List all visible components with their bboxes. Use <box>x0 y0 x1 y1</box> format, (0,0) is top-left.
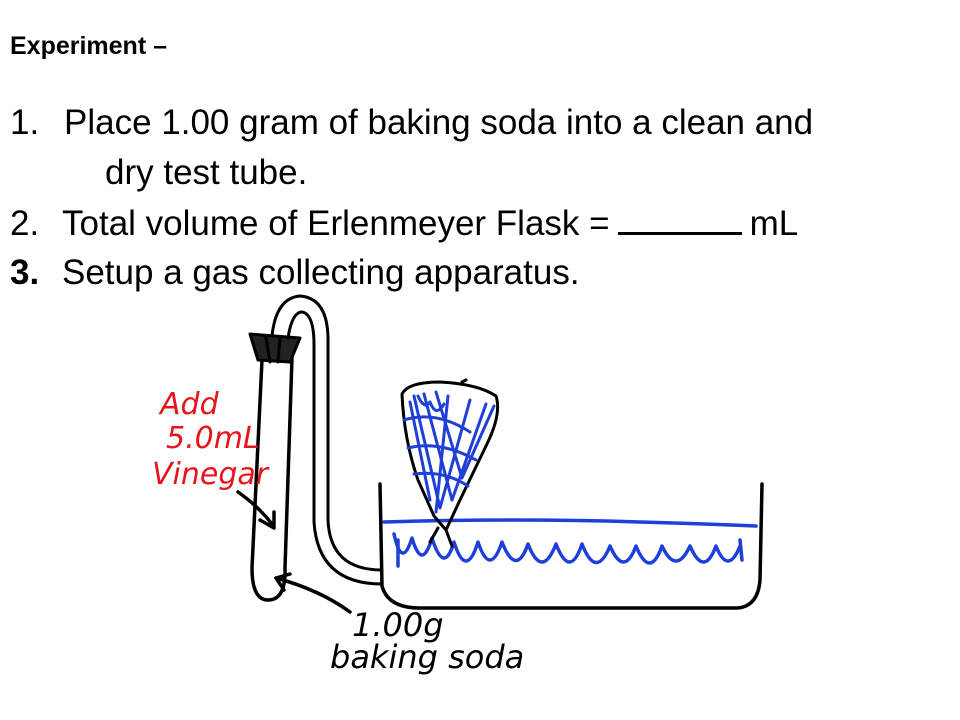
baking-soda-annotation: 1.00g baking soda <box>330 606 524 676</box>
step-2-number: 2. <box>10 204 40 243</box>
step-1-number: 1. <box>10 103 40 142</box>
step-3-text: Setup a gas collecting apparatus. <box>62 253 580 292</box>
step-2-text: Total volume of Erlenmeyer Flask = <box>62 204 610 243</box>
delivery-tube <box>270 294 384 586</box>
slide-heading: Experiment – <box>10 32 168 60</box>
annotation-vinegar: Vinegar <box>152 457 270 492</box>
step-2-unit: mL <box>749 204 799 243</box>
step-1-text: Place 1.00 gram of baking soda into a cl… <box>64 103 814 142</box>
procedure-steps: 1. Place 1.00 gram of baking soda into a … <box>10 98 813 298</box>
step-1-continuation-text: dry test tube. <box>105 153 308 192</box>
annotation-baking-soda: baking soda <box>330 638 524 676</box>
water <box>382 518 758 568</box>
vinegar-arrow <box>236 490 276 530</box>
flask-top-mark <box>460 378 468 384</box>
water-trough <box>378 482 764 610</box>
annotation-mass: 1.00g <box>352 606 444 644</box>
annotation-volume: 5.0mL <box>166 421 260 456</box>
step-2: 2. Total volume of Erlenmeyer Flask = mL <box>10 198 813 248</box>
answer-blank <box>617 198 742 235</box>
step-1-continuation: dry test tube. <box>10 148 813 198</box>
baking-soda-arrow <box>274 572 352 614</box>
vinegar-annotation: Add 5.0mL Vinegar <box>152 387 270 492</box>
collecting-flask <box>400 380 500 548</box>
step-1: 1. Place 1.00 gram of baking soda into a … <box>10 98 813 148</box>
step-3: 3. Setup a gas collecting apparatus. <box>10 248 813 298</box>
annotation-add: Add <box>158 387 220 422</box>
stopper <box>248 332 302 364</box>
step-3-number: 3. <box>10 253 40 292</box>
